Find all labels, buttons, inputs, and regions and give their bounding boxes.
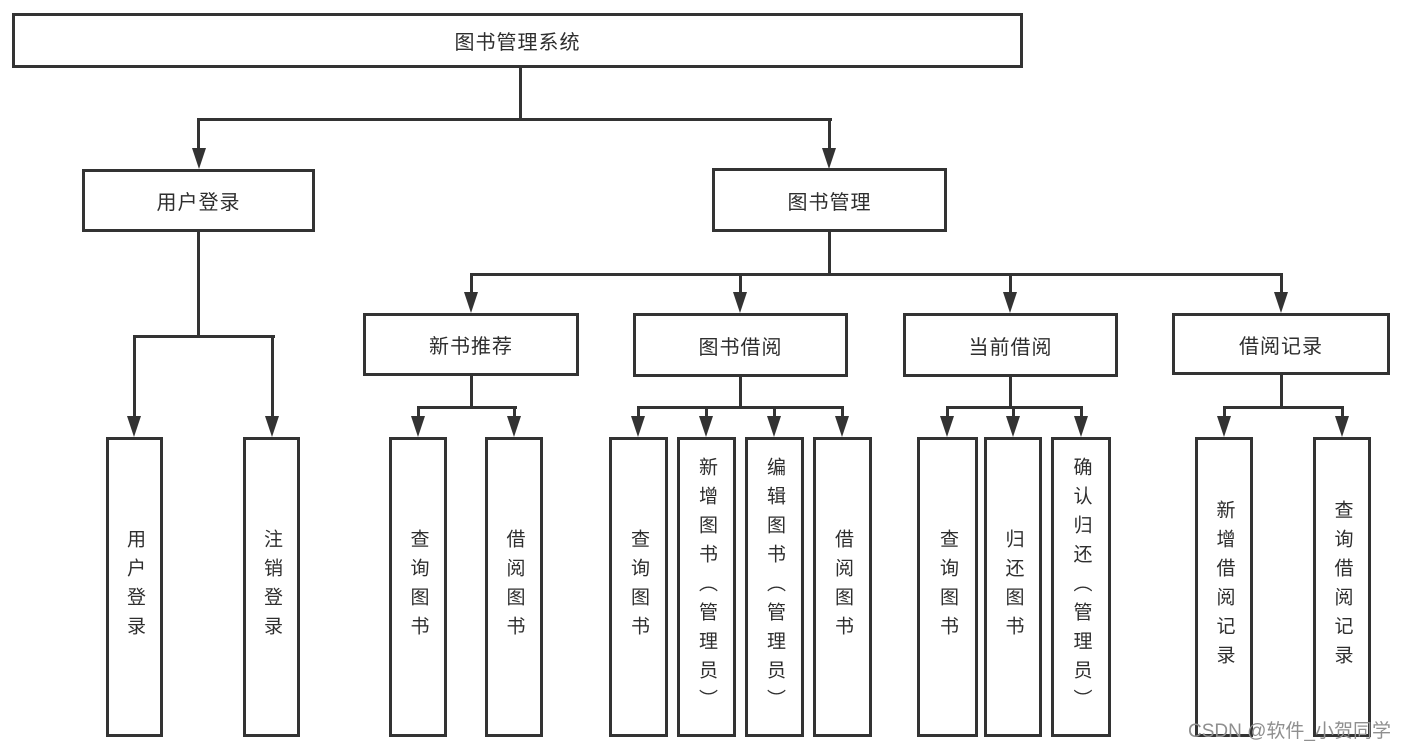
connector-vline [1280,375,1283,408]
connector-arrowhead [1006,416,1020,437]
connector-arrowhead [265,416,279,437]
connector-vline [1009,273,1012,294]
leaf-add-borrow-record: 新增借阅记录 [1195,437,1253,737]
leaf-borrow-books-recommend: 借阅图书 [485,437,543,737]
connector-arrowhead [192,148,206,169]
connector-arrowhead [507,416,521,437]
leaf-label: 归还图书 [1002,529,1024,645]
leaf-query-borrow-record: 查询借阅记录 [1313,437,1371,737]
connector-vline [637,406,640,419]
connector-arrowhead [940,416,954,437]
leaf-query-books-recommend: 查询图书 [389,437,447,737]
node-user-login: 用户登录 [82,169,315,232]
connector-hline [1223,406,1344,409]
connector-vline [197,118,200,150]
connector-vline [513,406,516,419]
connector-vline [705,406,708,419]
leaf-edit-book-admin: 编辑图书（管理员） [745,437,804,737]
leaf-query-books-borrowing: 查询图书 [609,437,668,737]
connector-arrowhead [631,416,645,437]
connector-vline [1223,406,1226,419]
connector-arrowhead [767,416,781,437]
node-book-borrowing: 图书借阅 [633,313,848,377]
connector-vline [739,273,742,294]
connector-arrowhead [1074,416,1088,437]
connector-vline [1280,273,1283,294]
connector-hline [417,406,517,409]
leaf-logout: 注销登录 [243,437,300,737]
connector-arrowhead [1003,292,1017,313]
connector-vline [197,232,200,337]
leaf-label: 查询借阅记录 [1331,500,1353,674]
connector-arrowhead [1217,416,1231,437]
connector-vline [841,406,844,419]
connector-vline [1009,377,1012,408]
csdn-watermark: CSDN @软件_小贺同学 [1188,721,1391,742]
connector-vline [470,376,473,408]
leaf-label: 新增借阅记录 [1213,500,1235,674]
connector-arrowhead [733,292,747,313]
leaf-label: 借阅图书 [503,529,525,645]
leaf-label: 借阅图书 [832,529,853,645]
leaf-label: 确认归还（管理员） [1070,456,1092,718]
connector-hline [133,335,275,338]
connector-arrowhead [127,416,141,437]
connector-vline [271,335,274,419]
connector-vline [470,273,473,294]
connector-vline [417,406,420,419]
node-current-borrowing: 当前借阅 [903,313,1118,377]
leaf-label: 编辑图书（管理员） [764,456,785,718]
connector-vline [519,66,522,121]
node-library-management-system: 图书管理系统 [12,13,1023,68]
leaf-label: 用户登录 [124,529,145,645]
leaf-add-book-admin: 新增图书（管理员） [677,437,736,737]
connector-arrowhead [822,148,836,169]
connector-vline [773,406,776,419]
connector-vline [739,377,742,408]
connector-vline [133,335,136,419]
connector-arrowhead [1274,292,1288,313]
connector-hline [197,118,832,121]
connector-vline [828,118,831,150]
connector-arrowhead [411,416,425,437]
leaf-label: 查询图书 [407,529,429,645]
connector-arrowhead [1335,416,1349,437]
leaf-label: 查询图书 [628,529,649,645]
leaf-label: 新增图书（管理员） [696,456,717,718]
connector-vline [946,406,949,419]
connector-hline [637,406,844,409]
leaf-query-books-current: 查询图书 [917,437,978,737]
leaf-label: 注销登录 [261,529,282,645]
node-new-book-recommendation: 新书推荐 [363,313,579,376]
connector-vline [1341,406,1344,419]
connector-vline [1012,406,1015,419]
connector-arrowhead [464,292,478,313]
leaf-user-login: 用户登录 [106,437,163,737]
leaf-confirm-return-admin: 确认归还（管理员） [1051,437,1111,737]
connector-arrowhead [835,416,849,437]
leaf-borrow-books-borrowing: 借阅图书 [813,437,872,737]
leaf-return-books: 归还图书 [984,437,1042,737]
node-book-management: 图书管理 [712,168,947,232]
connector-vline [1080,406,1083,419]
connector-arrowhead [699,416,713,437]
leaf-label: 查询图书 [937,529,958,645]
connector-vline [828,232,831,276]
connector-hline [470,273,1283,276]
node-borrowing-records: 借阅记录 [1172,313,1390,375]
